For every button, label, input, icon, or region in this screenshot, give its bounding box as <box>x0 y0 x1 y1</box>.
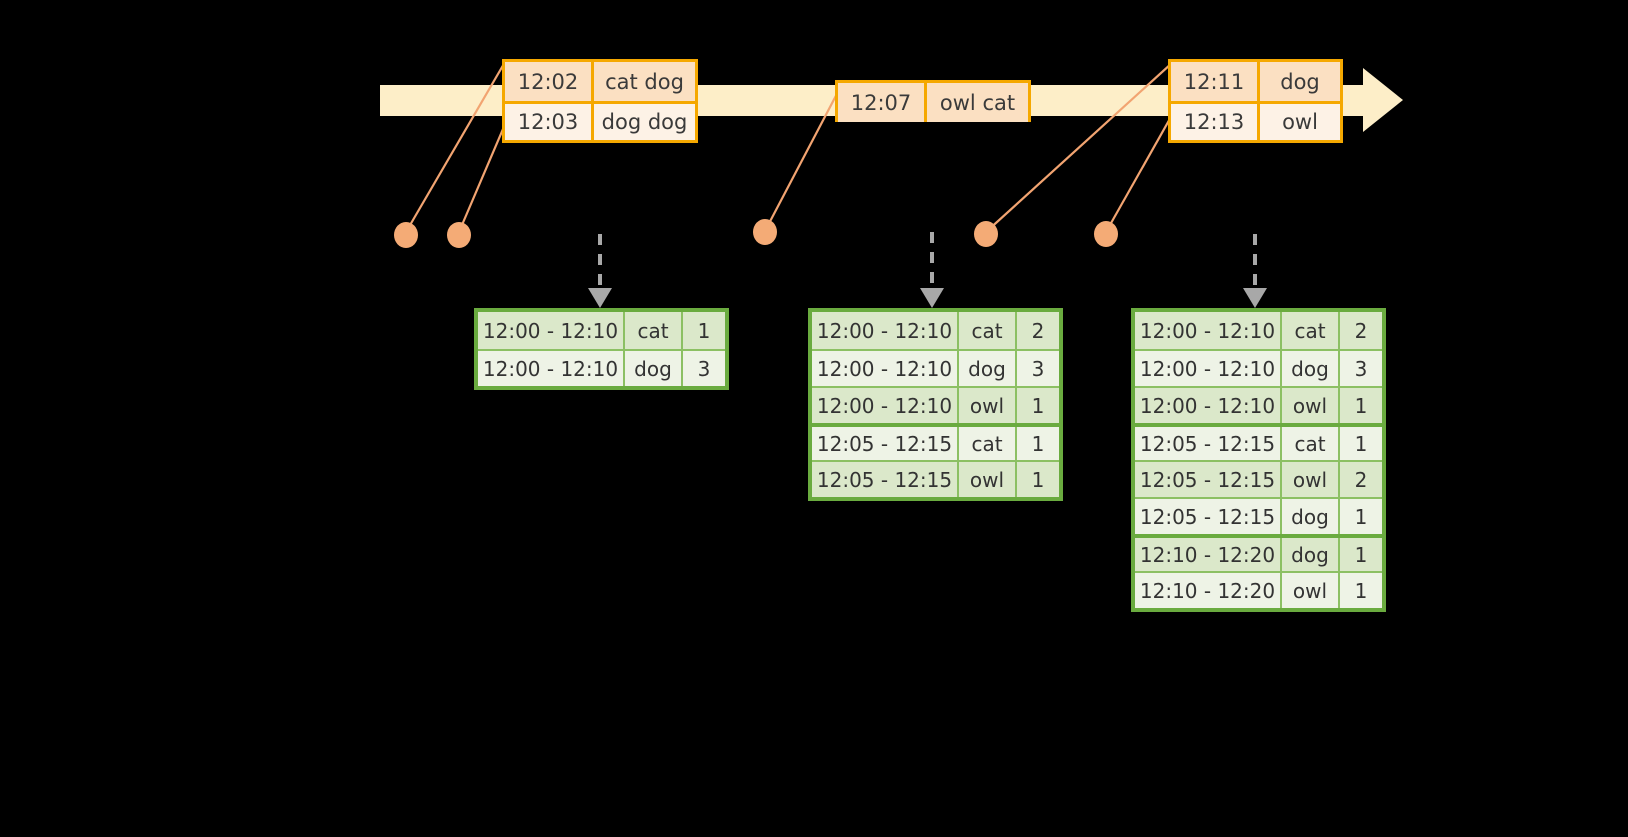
window-cell: 12:00 - 12:10 <box>812 312 957 349</box>
count-cell: 2 <box>1338 312 1382 349</box>
event-marker-dot-4 <box>974 221 998 247</box>
event-row[interactable]: 12:03 dog dog <box>505 101 695 140</box>
window-cell: 12:00 - 12:10 <box>478 312 623 349</box>
window-cell: 12:05 - 12:15 <box>1135 427 1280 460</box>
event-value: dog <box>1257 62 1340 101</box>
event-marker-dot-3 <box>753 219 777 245</box>
window-cell: 12:10 - 12:20 <box>1135 573 1280 608</box>
window-cell: 12:10 - 12:20 <box>1135 538 1280 571</box>
event-row[interactable]: 12:11 dog <box>1171 62 1340 101</box>
key-cell: dog <box>623 351 681 386</box>
event-value: owl <box>1257 104 1340 140</box>
event-time: 12:11 <box>1171 62 1257 101</box>
key-cell: cat <box>1280 312 1338 349</box>
count-cell: 1 <box>1015 388 1059 423</box>
key-cell: owl <box>957 388 1015 423</box>
emit-arrow-head-2 <box>920 288 944 308</box>
emit-arrow-head-3 <box>1243 288 1267 308</box>
key-cell: owl <box>1280 573 1338 608</box>
key-cell: cat <box>957 427 1015 460</box>
window-cell: 12:00 - 12:10 <box>478 351 623 386</box>
window-cell: 12:00 - 12:10 <box>1135 312 1280 349</box>
key-cell: cat <box>957 312 1015 349</box>
event-marker-dot-1 <box>394 222 418 248</box>
event-time: 12:07 <box>838 83 924 122</box>
window-cell: 12:00 - 12:10 <box>1135 388 1280 423</box>
event-time: 12:13 <box>1171 104 1257 140</box>
key-cell: dog <box>1280 351 1338 386</box>
emit-arrow-head-1 <box>588 288 612 308</box>
count-cell: 1 <box>1338 538 1382 571</box>
count-cell: 3 <box>1338 351 1382 386</box>
count-cell: 3 <box>681 351 725 386</box>
event-time: 12:02 <box>505 62 591 101</box>
key-cell: owl <box>1280 388 1338 423</box>
key-cell: dog <box>1280 499 1338 534</box>
count-cell: 2 <box>1338 462 1382 497</box>
count-cell: 1 <box>1015 427 1059 460</box>
key-cell: cat <box>623 312 681 349</box>
event-row[interactable]: 12:02 cat dog <box>505 62 695 101</box>
event-value: owl cat <box>924 83 1028 122</box>
event-group-3[interactable]: 12:11 dog 12:13 owl <box>1168 59 1343 143</box>
window-cell: 12:05 - 12:15 <box>812 427 957 460</box>
window-cell: 12:05 - 12:15 <box>812 462 957 497</box>
key-cell: cat <box>1280 427 1338 460</box>
count-cell: 1 <box>1338 499 1382 534</box>
key-cell: owl <box>1280 462 1338 497</box>
window-cell: 12:05 - 12:15 <box>1135 499 1280 534</box>
event-row[interactable]: 12:07 owl cat <box>838 83 1028 122</box>
event-group-2[interactable]: 12:07 owl cat <box>835 80 1031 122</box>
event-value: cat dog <box>591 62 695 101</box>
key-cell: dog <box>1280 538 1338 571</box>
event-group-1[interactable]: 12:02 cat dog 12:03 dog dog <box>502 59 698 143</box>
event-marker-dot-5 <box>1094 221 1118 247</box>
timeline-arrowhead <box>1363 68 1403 132</box>
window-cell: 12:00 - 12:10 <box>812 351 957 386</box>
connector-line-5 <box>1105 107 1177 233</box>
count-cell: 1 <box>1015 462 1059 497</box>
key-cell: owl <box>957 462 1015 497</box>
count-cell: 1 <box>1338 388 1382 423</box>
count-cell: 1 <box>1338 427 1382 460</box>
window-cell: 12:00 - 12:10 <box>812 388 957 423</box>
window-cell: 12:05 - 12:15 <box>1135 462 1280 497</box>
event-row[interactable]: 12:13 owl <box>1171 101 1340 140</box>
window-cell: 12:00 - 12:10 <box>1135 351 1280 386</box>
event-value: dog dog <box>591 104 695 140</box>
key-cell: dog <box>957 351 1015 386</box>
event-marker-dot-2 <box>447 222 471 248</box>
count-cell: 2 <box>1015 312 1059 349</box>
event-time: 12:03 <box>505 104 591 140</box>
count-cell: 1 <box>681 312 725 349</box>
count-cell: 1 <box>1338 573 1382 608</box>
count-cell: 3 <box>1015 351 1059 386</box>
